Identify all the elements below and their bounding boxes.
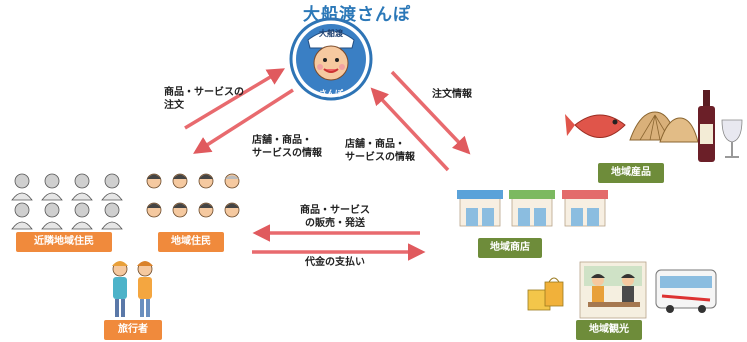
people-icon [146,173,240,218]
tag-products: 地域産品 [598,163,664,183]
traveler-icon [112,261,153,317]
wine-glass-icon [721,119,743,158]
label-order: 商品・サービスの 注文 [164,87,244,111]
label-sales: 商品・サービス の販売・発送 [300,205,370,229]
shopping-bag-icon [527,277,564,311]
tag-travelers: 旅行者 [104,320,162,340]
tag-residents: 地域住民 [158,232,224,252]
logo-bottom-text: さんぽ [319,89,343,98]
people-icon [11,173,123,230]
arrow-order [184,68,286,130]
label-store-info-left: 店舗・商品・ サービスの情報 [252,135,322,159]
shop-icon [562,190,608,227]
tag-tourism: 地域観光 [576,320,642,340]
label-store-info-right: 店舗・商品・ サービスの情報 [345,139,415,163]
arrow-store-info-left [193,88,294,154]
logo-top-text: 大船渡 [319,29,343,38]
tag-neighbors: 近隣地域住民 [16,232,112,252]
arrow-order-info [390,70,471,155]
shop-icon [509,190,555,227]
label-payment: 代金の支払い [305,257,365,268]
mascot-logo-icon [289,17,373,101]
tag-shops: 地域商店 [478,238,542,258]
bus-icon [655,269,717,313]
dining-people-icon [579,261,647,319]
scallop-icon [629,111,699,143]
arrow-store-info-right [370,87,450,172]
label-order-info: 注文情報 [432,89,472,100]
fish-icon [565,114,626,138]
wine-bottle-icon [698,90,715,162]
shop-icon [457,190,503,227]
